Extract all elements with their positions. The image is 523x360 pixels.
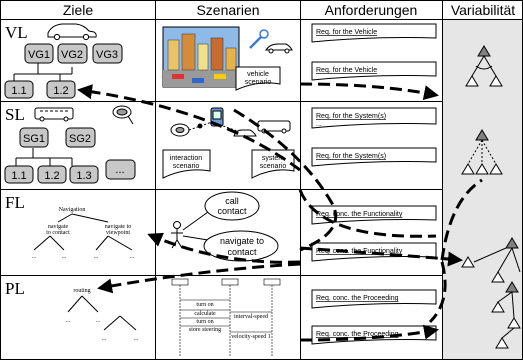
pl-tree-dots-1: ...	[66, 318, 71, 324]
seq-msg-5: interval-speed	[234, 314, 268, 320]
trace-arrows	[77, 82, 483, 342]
fl-tree-right-line2: viewpoint	[106, 230, 130, 236]
wrench-car-icon	[249, 29, 293, 54]
svg-text:Req. for the System(s): Req. for the System(s)	[316, 113, 386, 120]
level-label-sl: SL	[5, 105, 25, 124]
city-traffic-image	[162, 26, 240, 88]
svg-text:contact: contact	[217, 206, 247, 216]
svg-text:1.2: 1.2	[53, 85, 68, 97]
svg-text:1.3: 1.3	[76, 170, 91, 182]
navigate-contact-usecase: navigate to contact	[203, 230, 279, 262]
fl-tree-dots-4: ...	[130, 254, 135, 260]
req-sl-dots: ...	[316, 121, 322, 128]
req-sl-a: Req. for the System(s) ...	[311, 107, 437, 129]
pl-tree-dots-4: ...	[134, 336, 139, 342]
svg-text:1.1: 1.1	[11, 85, 26, 97]
sequence-diagram	[171, 278, 281, 356]
pl-tree-dots-3: ...	[102, 336, 107, 342]
header-ziele: Ziele	[63, 2, 94, 18]
level-label-fl: FL	[5, 193, 25, 212]
variability-tree-pl	[491, 281, 521, 349]
header-anforderungen: Anforderungen	[325, 2, 418, 18]
fl-tree-dots-2: ...	[62, 254, 67, 260]
req-vl-a: Req. for the Vehicle	[311, 23, 437, 43]
req-vl-b: Req. for the Vehicle	[311, 61, 437, 81]
header-szenarien: Szenarien	[196, 2, 259, 18]
variability-tree-fl	[461, 237, 521, 283]
fl-tree-root: Navigation	[59, 207, 86, 213]
svg-text:Req. conc. the Proceeding: Req. conc. the Proceeding	[316, 295, 399, 302]
actor-stick-figure	[171, 211, 209, 249]
req-pl-b: Req. conc. the Proceeding	[311, 325, 437, 345]
svg-text:scenario: scenario	[260, 163, 287, 170]
vehicle-scenario-note: vehicle scenario	[235, 66, 281, 91]
sl-goal-more: ...	[105, 159, 136, 180]
vl-goal-1-2: 1.2	[46, 80, 76, 99]
svg-text:contact: contact	[227, 247, 257, 257]
fl-tree-right-line1: navigate to	[105, 224, 132, 230]
variability-tree-sl	[461, 129, 503, 175]
svg-text:scenario: scenario	[245, 79, 272, 86]
vl-goal-vg2: VG2	[57, 43, 88, 64]
pl-tree-lines	[67, 295, 137, 331]
seq-msg-6: velocity-speed 1	[231, 334, 271, 340]
svg-text:Req. conc. the Proceeding: Req. conc. the Proceeding	[316, 331, 399, 338]
req-pl-a: Req. conc. the Proceeding	[311, 289, 437, 309]
svg-text:VG2: VG2	[61, 49, 83, 61]
fl-tree-lines	[33, 213, 133, 251]
svg-text:scenario: scenario	[173, 163, 200, 170]
seq-msg-1: turn on	[196, 302, 213, 308]
svg-text:interaction: interaction	[170, 155, 202, 162]
seq-msg-3: turn on	[196, 319, 213, 325]
vl-goal-vg1: VG1	[24, 43, 54, 64]
svg-text:Req. for the System(s): Req. for the System(s)	[316, 153, 386, 160]
svg-text:vehicle: vehicle	[247, 71, 269, 78]
variability-tree-vl	[465, 45, 503, 87]
seq-msg-2: calculate	[194, 311, 216, 317]
sl-goal-1-2: 1.2	[37, 165, 67, 184]
fl-tree-dots-1: ...	[32, 254, 37, 260]
svg-text:Req. for the Vehicle: Req. for the Vehicle	[316, 29, 377, 36]
fl-tree-left-line2: to contact	[46, 230, 70, 236]
svg-text:1.2: 1.2	[44, 170, 59, 182]
svg-text:call: call	[225, 196, 239, 206]
call-contact-usecase: call contact	[204, 191, 260, 221]
svg-text:SG1: SG1	[23, 133, 45, 145]
sl-goal-sg2: SG2	[65, 127, 96, 148]
sl-goal-1-3: 1.3	[69, 165, 99, 184]
pl-tree-root: routing	[73, 288, 90, 294]
vl-goal-vg3: VG3	[92, 43, 123, 64]
system-scenario-note: system scenario	[251, 149, 295, 179]
sl-goal-sg1: SG1	[19, 127, 49, 148]
car-icon	[47, 23, 97, 41]
sl-goal-tree-lines	[15, 148, 73, 166]
req-fl-a: Req. conc. the Functionality	[311, 205, 437, 225]
svg-text:...: ...	[115, 164, 124, 176]
interaction-scenario-note: interaction scenario	[162, 149, 211, 179]
variability-column-bg	[442, 19, 523, 360]
vl-goal-1-1: 1.1	[4, 80, 34, 99]
sl-bus-icon	[257, 120, 291, 134]
seq-msg-4: store steering	[189, 327, 221, 333]
header-variabilitaet: Variabilität	[451, 2, 515, 18]
fl-tree-left-line1: navigate	[48, 224, 69, 230]
svg-text:system: system	[262, 155, 284, 162]
gps-device-icon	[112, 105, 134, 125]
svg-text:VG3: VG3	[96, 49, 118, 61]
svg-text:Req. conc. the Functionality: Req. conc. the Functionality	[316, 211, 403, 218]
req-sl-b: Req. for the System(s)	[311, 147, 437, 167]
svg-text:1.1: 1.1	[11, 170, 26, 182]
svg-text:VG1: VG1	[28, 49, 50, 61]
bus-icon	[34, 107, 74, 122]
level-label-pl: PL	[5, 279, 25, 298]
level-label-vl: VL	[5, 23, 28, 42]
svg-text:Req. for the Vehicle: Req. for the Vehicle	[316, 67, 377, 74]
fl-tree-dots-3: ...	[94, 254, 99, 260]
svg-text:navigate to: navigate to	[220, 236, 264, 246]
pl-tree-dots-2: ...	[96, 318, 101, 324]
svg-text:SG2: SG2	[69, 133, 91, 145]
sl-goal-1-1: 1.1	[4, 165, 34, 184]
